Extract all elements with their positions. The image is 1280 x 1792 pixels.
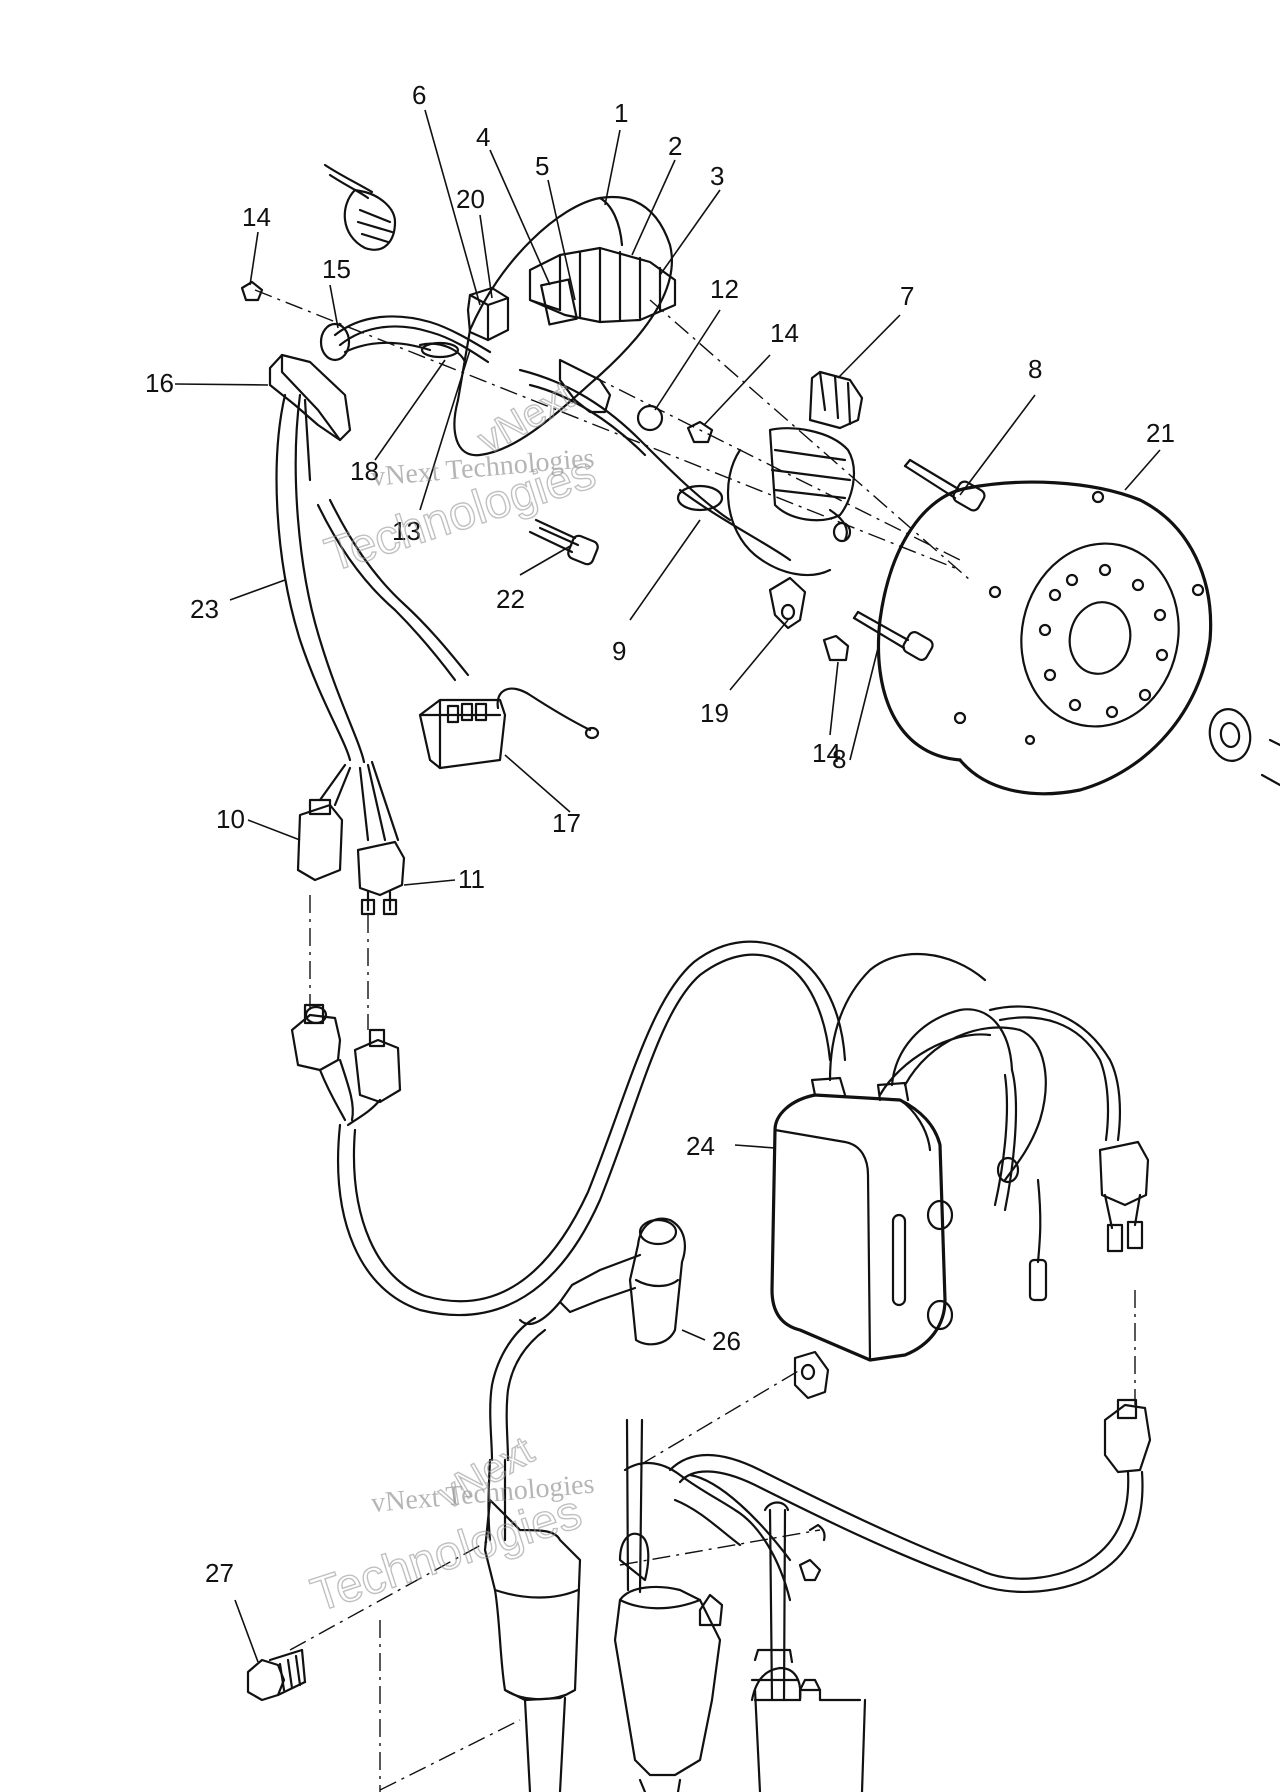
bolts-8	[852, 458, 986, 661]
flywheel	[876, 480, 1213, 796]
bracket-19	[768, 576, 807, 630]
leader-lines	[174, 109, 1161, 1663]
label-10: 10	[216, 804, 245, 834]
harness-wires	[319, 315, 492, 364]
bolt-27	[246, 1648, 307, 1702]
label-13: 13	[392, 516, 421, 546]
mating-connectors	[290, 1003, 402, 1127]
label-24: 24	[686, 1131, 715, 1161]
label-8-bottom: 8	[832, 744, 846, 774]
part-labels: 1 2 3 4 5 6 7 8 8 9 10 11 12 13 14 14 14…	[145, 80, 1175, 1588]
label-20: 20	[456, 184, 485, 214]
label-3: 3	[710, 161, 724, 191]
stator-leads	[518, 358, 792, 562]
label-9: 9	[612, 636, 626, 666]
cdi-cable	[337, 940, 847, 1317]
screw-22	[528, 518, 599, 566]
label-26: 26	[712, 1326, 741, 1356]
label-5: 5	[535, 151, 549, 181]
stator-coils	[528, 246, 677, 326]
label-14-bottom: 14	[812, 738, 841, 768]
label-15: 15	[322, 254, 351, 284]
screws-14-mid	[686, 420, 850, 662]
pickup-coil	[466, 286, 510, 342]
label-14-top: 14	[242, 202, 271, 232]
connectors-10-11	[296, 760, 406, 916]
label-2: 2	[668, 131, 682, 161]
nut-cdi	[793, 1350, 830, 1400]
label-14-mid: 14	[770, 318, 799, 348]
label-23: 23	[190, 594, 219, 624]
rectifier	[418, 687, 600, 770]
label-7: 7	[900, 281, 914, 311]
grommet	[268, 353, 352, 442]
right-connectors	[668, 1140, 1152, 1594]
label-8-top: 8	[1028, 354, 1042, 384]
label-1: 1	[614, 98, 628, 128]
label-17: 17	[552, 808, 581, 838]
label-27: 27	[205, 1558, 234, 1588]
washer-nut	[1208, 708, 1280, 787]
main-cable	[275, 393, 470, 764]
watermark-bottom: vNext Technologies vNext Technologies	[304, 1428, 595, 1623]
label-11: 11	[458, 864, 485, 894]
label-4: 4	[476, 122, 490, 152]
stator-plate	[453, 195, 673, 457]
drive-cable	[323, 163, 397, 251]
ignition-coils	[483, 1418, 867, 1792]
label-22: 22	[496, 584, 525, 614]
label-6: 6	[412, 80, 426, 110]
label-18: 18	[350, 456, 379, 486]
cdi-unit	[770, 952, 1122, 1362]
charge-coil	[726, 370, 864, 577]
label-21: 21	[1146, 418, 1175, 448]
spark-plug-cap	[489, 1217, 686, 1462]
label-16: 16	[145, 368, 174, 398]
label-19: 19	[700, 698, 729, 728]
label-12: 12	[710, 274, 739, 304]
